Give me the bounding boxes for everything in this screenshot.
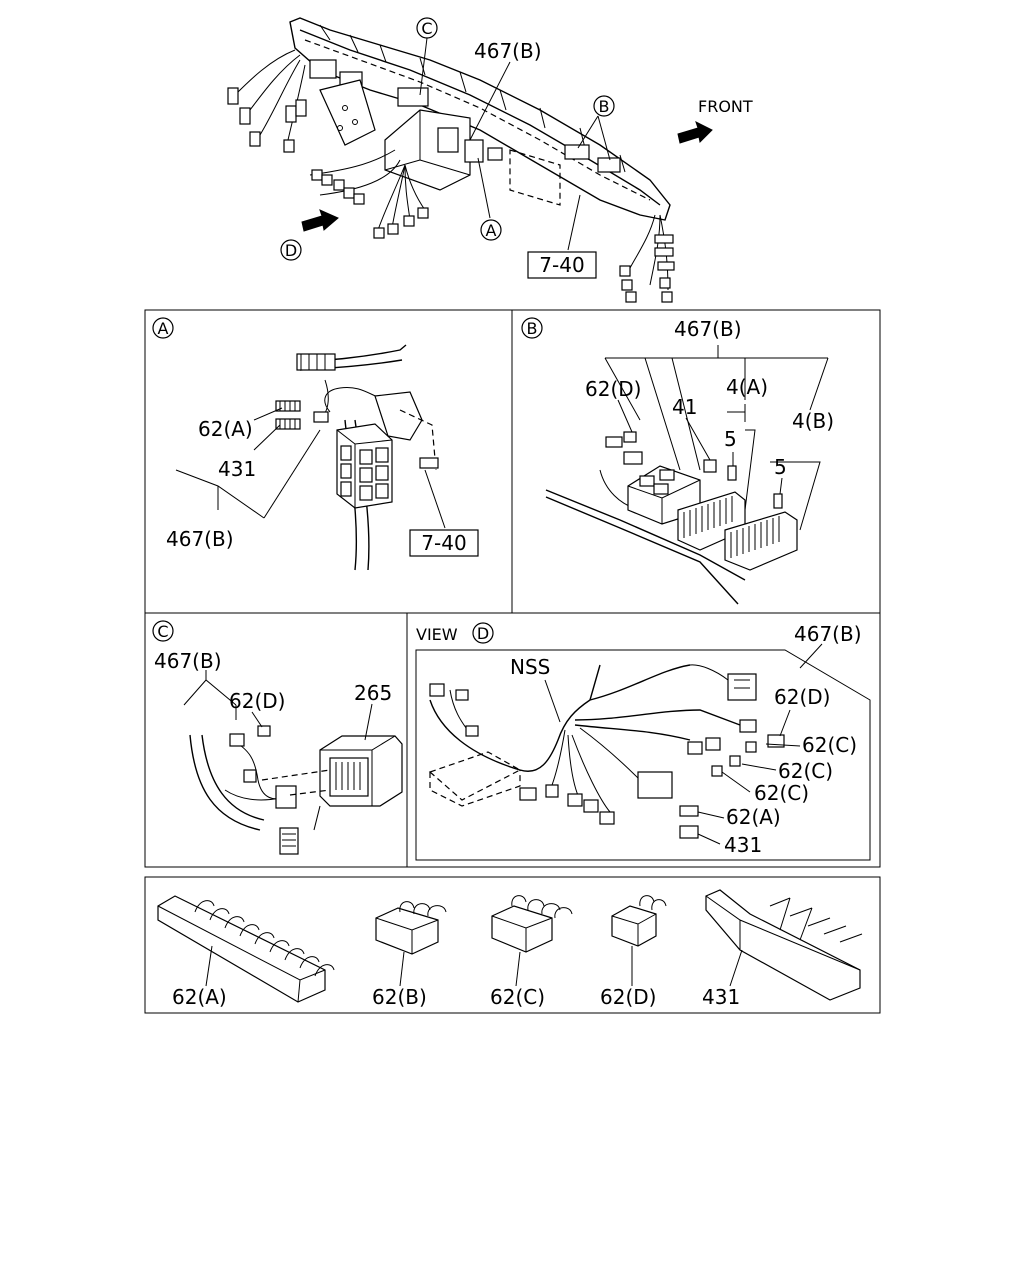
ref-box-overview: 7-40 (527, 251, 597, 279)
svg-text:D: D (285, 241, 297, 260)
part-label-62c: 62(C) (490, 985, 545, 1009)
front-arrow-icon (677, 121, 713, 144)
panel-c: C (152, 620, 403, 855)
panel-view-d-inner-frame (415, 649, 871, 861)
svg-text:B: B (599, 97, 610, 116)
callout-b-overview: B (593, 95, 615, 117)
panel-view-d-badge: D (472, 622, 494, 644)
panel-c-label-265: 265 (354, 681, 392, 705)
svg-text:C: C (157, 622, 168, 641)
svg-text:A: A (158, 319, 169, 338)
panel-c-label-62d: 62(D) (229, 689, 285, 713)
parts-row-drawings (157, 889, 863, 1003)
panel-a-badge: A (152, 317, 174, 339)
panel-view-d-view-word: VIEW (416, 625, 458, 644)
panel-view-d-label-431: 431 (724, 833, 762, 857)
part-62d-drawing (611, 905, 657, 947)
svg-text:C: C (421, 19, 432, 38)
svg-text:7-40: 7-40 (539, 253, 584, 277)
callout-d-overview: D (280, 239, 302, 261)
svg-text:D: D (477, 624, 489, 643)
panel-a-label-431: 431 (218, 457, 256, 481)
panel-c-badge: C (152, 620, 174, 642)
panel-view-d-label-62c-1: 62(C) (802, 733, 857, 757)
svg-text:7-40: 7-40 (421, 531, 466, 555)
panel-view-d-label-62c-3: 62(C) (754, 781, 809, 805)
panel-view-d-label-467b: 467(B) (794, 622, 862, 646)
part-label-62a: 62(A) (172, 985, 227, 1009)
panel-a-ref-box: 7-40 (409, 529, 479, 557)
panel-b-label-4a: 4(A) (726, 375, 768, 399)
panel-a-label-467b: 467(B) (166, 527, 234, 551)
part-62b-drawing (375, 907, 439, 955)
label-467b-overview: 467(B) (474, 39, 542, 63)
svg-text:A: A (486, 221, 497, 240)
panel-b-label-467b: 467(B) (674, 317, 742, 341)
panel-b-badge: B (521, 317, 543, 339)
svg-text:B: B (527, 319, 538, 338)
part-label-62d: 62(D) (600, 985, 656, 1009)
panel-frames (144, 309, 881, 1014)
front-label: FRONT (698, 97, 753, 116)
panel-view-d-label-nss: NSS (510, 655, 550, 679)
panel-b-label-4b: 4(B) (792, 409, 834, 433)
panel-a: A (152, 317, 446, 571)
view-d-arrow-icon (301, 209, 339, 232)
panel-c-label-467b: 467(B) (154, 649, 222, 673)
panel-view-d-label-62d: 62(D) (774, 685, 830, 709)
panel-b-label-5-second: 5 (774, 455, 787, 479)
panel-b-label-62d: 62(D) (585, 377, 641, 401)
part-62c-drawing (491, 905, 553, 953)
overview-harness-drawing (227, 17, 675, 303)
panel-view-d: VIEW D (415, 622, 871, 861)
panel-view-d-label-62a: 62(A) (726, 805, 781, 829)
callout-c-overview: C (416, 17, 438, 39)
panel-a-label-62a: 62(A) (198, 417, 253, 441)
part-label-431: 431 (702, 985, 740, 1009)
part-431-drawing (705, 889, 861, 1001)
panel-b-label-41: 41 (672, 395, 697, 419)
part-label-62b: 62(B) (372, 985, 427, 1009)
panel-view-d-label-62c-2: 62(C) (778, 759, 833, 783)
panel-b: B (521, 317, 829, 605)
callout-a-overview: A (480, 219, 502, 241)
panel-b-label-5-first: 5 (724, 427, 737, 451)
